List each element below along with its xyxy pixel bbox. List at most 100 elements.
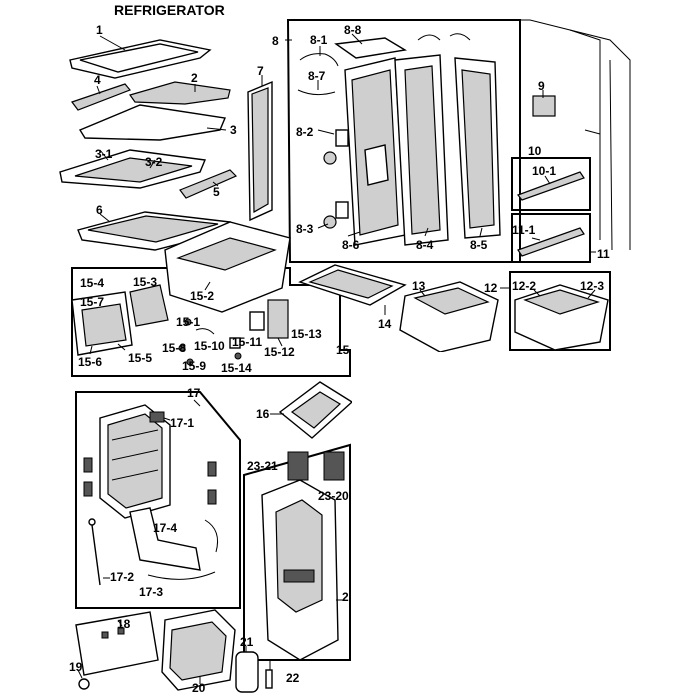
label-7: 7 <box>257 64 264 78</box>
evaporator-coil <box>99 404 171 519</box>
cover-bracket-2 <box>129 81 231 105</box>
bottle-21 <box>235 646 259 693</box>
vertical-cover-7 <box>247 75 273 222</box>
group-frame-17 <box>75 391 241 609</box>
control-15-12 <box>249 299 289 347</box>
rail-11-1 <box>517 227 585 257</box>
label-10: 10 <box>528 144 542 158</box>
diagram-title: REFRIGERATOR <box>114 2 225 18</box>
label-23-cutoff: 2 <box>342 590 349 604</box>
label-11-1: 11-1 <box>512 223 536 237</box>
label-17-3: 17-3 <box>139 585 163 599</box>
wire-harness-top <box>417 33 471 41</box>
screw-19 <box>77 669 90 690</box>
label-2: 2 <box>191 71 198 85</box>
panel-18 <box>75 611 159 676</box>
cover-plate-8-8 <box>334 33 407 59</box>
tank-20 <box>161 609 236 691</box>
blank-region <box>352 352 700 700</box>
lamp-8-2 <box>317 129 349 165</box>
label-10-1: 10-1 <box>532 164 556 178</box>
label-21: 21 <box>240 635 254 649</box>
label-15: 15 <box>336 343 350 357</box>
crisper-housing-15-2 <box>164 221 291 313</box>
drawer-15-7 <box>71 291 133 356</box>
cover-14 <box>298 264 407 315</box>
label-23-20: 23-20 <box>318 489 349 503</box>
label-8-2: 8-2 <box>296 125 314 139</box>
slide-rail-4 <box>71 83 131 111</box>
label-4: 4 <box>94 73 101 87</box>
label-3-1: 3-1 <box>95 147 113 161</box>
group-frame-15 <box>71 267 351 377</box>
label-23-21: 23-21 <box>247 459 278 473</box>
label-5: 5 <box>213 185 220 199</box>
label-15-8: 15-8 <box>162 341 186 355</box>
label-17: 17 <box>187 386 201 400</box>
label-8-3: 8-3 <box>296 222 314 236</box>
label-8-4: 8-4 <box>416 238 434 252</box>
label-9: 9 <box>538 79 545 93</box>
cabinet-outline <box>520 19 631 251</box>
label-3: 3 <box>230 123 237 137</box>
cover-16 <box>270 381 354 439</box>
label-17-2: 17-2 <box>110 570 134 584</box>
label-17-1: 17-1 <box>170 416 194 430</box>
label-15-14: 15-14 <box>221 361 252 375</box>
label-8-5: 8-5 <box>470 238 488 252</box>
label-15-13: 15-13 <box>291 327 322 341</box>
group-frame-10 <box>511 157 591 211</box>
nozzle-22 <box>265 660 273 689</box>
duct-panel-8-4 <box>394 54 449 246</box>
label-15-3: 15-3 <box>133 275 157 289</box>
label-22: 22 <box>286 671 300 685</box>
heater-17-3 <box>147 571 216 580</box>
drain-tray-17-4 <box>129 507 219 571</box>
label-8-6: 8-6 <box>342 238 360 252</box>
label-15-10: 15-10 <box>194 339 225 353</box>
lamp-8-3 <box>317 201 349 229</box>
clip-left-upper <box>83 457 93 473</box>
shelf-cover-1 <box>69 35 212 79</box>
label-6: 6 <box>96 203 103 217</box>
rail-10-1 <box>517 171 585 201</box>
label-1: 1 <box>96 23 103 37</box>
clip-right-upper <box>207 461 217 477</box>
label-17-4: 17-4 <box>153 521 177 535</box>
group-frame-23 <box>243 443 351 661</box>
label-12-2: 12-2 <box>512 279 536 293</box>
clip-right-lower <box>207 489 217 505</box>
shelf-assembly-3 <box>59 104 227 189</box>
harness-8-7 <box>297 80 336 96</box>
label-12-3: 12-3 <box>580 279 604 293</box>
label-20: 20 <box>192 681 206 695</box>
slide-rail-5 <box>179 169 238 199</box>
heater-17-2 <box>88 518 110 586</box>
small-parts-15 <box>178 318 242 366</box>
label-8-1: 8-1 <box>310 33 328 47</box>
label-18: 18 <box>117 617 131 631</box>
sensor-17-1 <box>149 411 171 423</box>
label-12: 12 <box>484 281 498 295</box>
label-15-6: 15-6 <box>78 355 102 369</box>
label-15-12: 15-12 <box>264 345 295 359</box>
sensor-wire-8-1 <box>299 46 339 67</box>
group-frame-12 <box>509 271 611 351</box>
label-15-11: 15-11 <box>232 335 262 349</box>
label-15-9: 15-9 <box>182 359 206 373</box>
gasket-15-5 <box>117 343 126 351</box>
label-13: 13 <box>412 279 426 293</box>
damper-9 <box>532 90 556 117</box>
label-19: 19 <box>69 660 83 674</box>
label-8: 8 <box>272 34 279 48</box>
label-15-7: 15-7 <box>80 295 104 309</box>
duct-panel-8-6 <box>344 57 406 246</box>
clip-left-lower <box>83 481 93 497</box>
label-8-7: 8-7 <box>308 69 326 83</box>
drawer-12-3 <box>514 284 609 351</box>
label-8-8: 8-8 <box>344 23 362 37</box>
label-14: 14 <box>378 317 392 331</box>
label-16: 16 <box>256 407 270 421</box>
label-3-2: 3-2 <box>145 155 163 169</box>
